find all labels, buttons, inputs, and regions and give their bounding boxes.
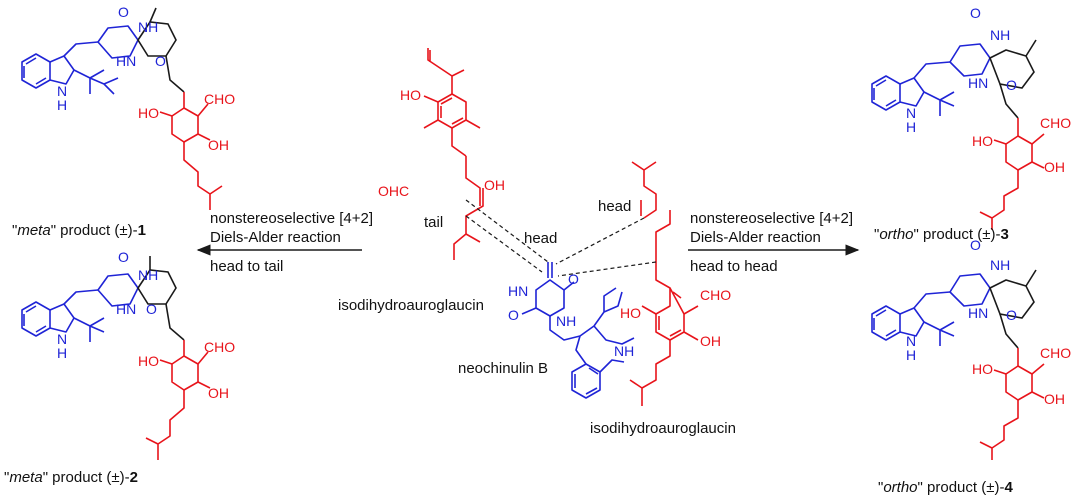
head-label-right: head bbox=[598, 198, 632, 215]
atom-label: H bbox=[906, 347, 916, 363]
atom-label: HN bbox=[508, 283, 528, 299]
left-arrow-line2: Diels-Alder reaction bbox=[210, 229, 341, 246]
atom-label: HN bbox=[116, 53, 136, 69]
atom-label: HN bbox=[968, 75, 988, 91]
left-diene-structure bbox=[423, 48, 481, 157]
atom-label: OHC bbox=[378, 183, 409, 199]
atom-label: HN bbox=[968, 305, 988, 321]
atom-label: NH bbox=[990, 257, 1010, 273]
isodihydroauroglaucin-right-name: isodihydroauroglaucin bbox=[590, 420, 736, 437]
atom-label: O bbox=[118, 249, 129, 265]
right-arrow-line2: Diels-Alder reaction bbox=[690, 229, 821, 246]
atom-label: HO bbox=[620, 305, 641, 321]
atom-label: N bbox=[57, 331, 67, 347]
atom-label: OH bbox=[208, 385, 229, 401]
neochinulin-b-structure bbox=[521, 262, 635, 399]
atom-label: NH bbox=[614, 343, 634, 359]
atom-label: NH bbox=[990, 27, 1010, 43]
atom-label: NH bbox=[556, 313, 576, 329]
right-arrow-line1: nonstereoselective [4+2] bbox=[690, 210, 854, 227]
atom-label: O bbox=[970, 237, 981, 253]
atom-label: O bbox=[970, 5, 981, 21]
atom-label: O bbox=[118, 4, 129, 20]
product-1-structure bbox=[21, 7, 223, 210]
head-label-left: head bbox=[524, 230, 558, 247]
atom-label: CHO bbox=[1040, 115, 1071, 131]
product-3-structure bbox=[871, 39, 1045, 230]
atom-label: H bbox=[906, 119, 916, 135]
atom-label: OH bbox=[484, 177, 505, 193]
product-2-caption: "meta" product (±)-2 bbox=[4, 469, 138, 486]
atom-label: CHO bbox=[204, 91, 235, 107]
left-diene-chain bbox=[453, 156, 484, 260]
atom-label: O bbox=[155, 53, 166, 69]
product-4-structure bbox=[871, 269, 1045, 460]
isodihydroauroglaucin-left-name: isodihydroauroglaucin bbox=[338, 297, 484, 314]
atom-label: H bbox=[57, 345, 67, 361]
left-arrow-line1: nonstereoselective [4+2] bbox=[210, 210, 374, 227]
atom-label: O bbox=[1006, 77, 1017, 93]
atom-label: HO bbox=[972, 361, 993, 377]
left-arrow-conditions: nonstereoselective [4+2] Diels-Alder rea… bbox=[210, 209, 373, 276]
product-1-caption: "meta" product (±)-1 bbox=[12, 222, 146, 239]
atom-label: O bbox=[568, 271, 579, 287]
right-diene-structure bbox=[629, 161, 699, 406]
atom-label: O bbox=[1006, 307, 1017, 323]
atom-label: HO bbox=[400, 87, 421, 103]
right-arrow-line3: head to head bbox=[690, 258, 778, 275]
atom-label: HO bbox=[138, 105, 159, 121]
atom-label: CHO bbox=[204, 339, 235, 355]
right-arrow-conditions: nonstereoselective [4+2] Diels-Alder rea… bbox=[690, 209, 853, 276]
atom-label: CHO bbox=[700, 287, 731, 303]
atom-label: OH bbox=[1044, 159, 1065, 175]
atom-label: O bbox=[508, 307, 519, 323]
atom-label: OH bbox=[1044, 391, 1065, 407]
atom-label: HO bbox=[972, 133, 993, 149]
atom-label: OH bbox=[700, 333, 721, 349]
atom-label: HN bbox=[116, 301, 136, 317]
atom-label: N bbox=[906, 333, 916, 349]
left-arrow-line3: head to tail bbox=[210, 258, 284, 275]
product-2-structure bbox=[21, 256, 211, 460]
tail-label: tail bbox=[424, 214, 444, 231]
atom-label: N bbox=[906, 105, 916, 121]
atom-label: O bbox=[146, 301, 157, 317]
atom-label: H bbox=[57, 97, 67, 113]
atom-label: N bbox=[57, 83, 67, 99]
atom-label: HO bbox=[138, 353, 159, 369]
bond-forming-lines bbox=[465, 199, 657, 277]
atom-label: CHO bbox=[1040, 345, 1071, 361]
atom-label: NH bbox=[138, 267, 158, 283]
product-3-caption: "ortho" product (±)-3 bbox=[874, 226, 1009, 243]
atom-label: OH bbox=[208, 137, 229, 153]
neochinulin-b-name: neochinulin B bbox=[458, 360, 549, 377]
product-4-caption: "ortho" product (±)-4 bbox=[878, 479, 1013, 496]
atom-label: NH bbox=[138, 19, 158, 35]
